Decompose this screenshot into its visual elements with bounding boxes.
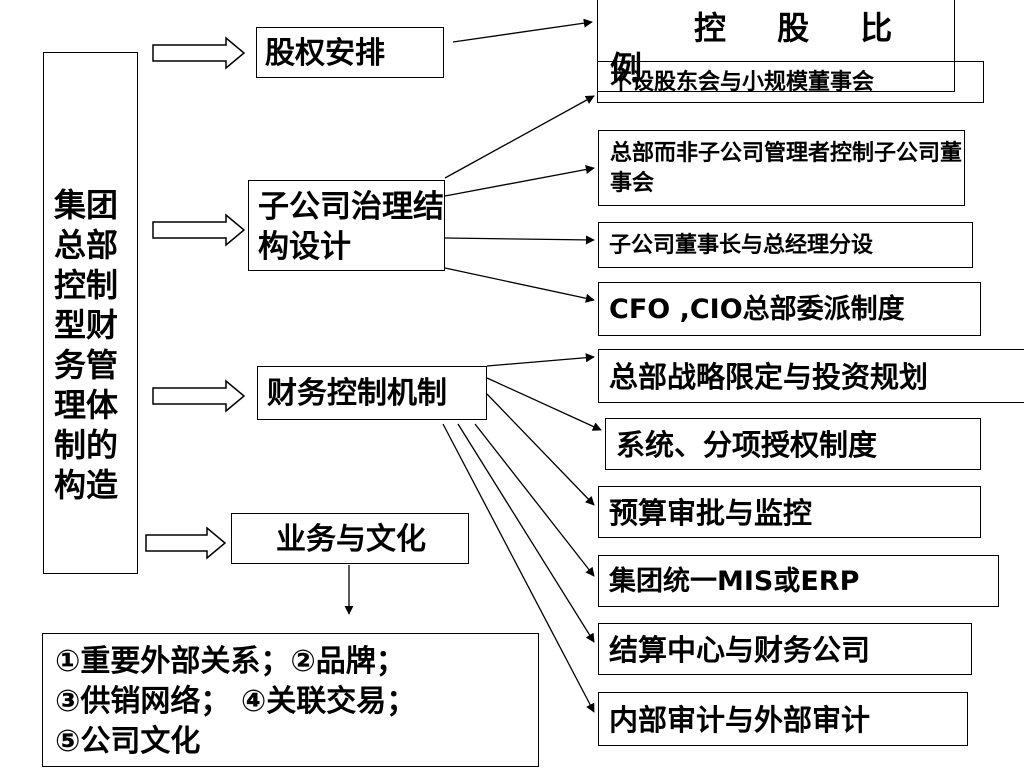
arrow-fin-5 (457, 423, 595, 643)
arrow-gov-1 (444, 95, 595, 179)
block-arrow-equity (152, 36, 246, 70)
finance-item-label: 预算审批与监控 (609, 496, 813, 530)
governance-item: 总部而非子公司管理者控制子公司董事会 (598, 130, 965, 206)
business-label: 业务与文化 (276, 522, 426, 557)
governance-item-label: 子公司董事长与总经理分设 (609, 233, 874, 258)
root-label: 集团总部控制型财务管理体制的构造 (54, 186, 119, 504)
arrow-fin-4 (474, 423, 595, 577)
arrow-fin-2 (486, 377, 602, 431)
finance-item-label: 集团统一MIS或ERP (609, 566, 860, 597)
arrow-fin-6 (442, 423, 595, 713)
governance-label: 子公司治理结构设计 (258, 189, 444, 265)
arrow-gov-2 (444, 165, 595, 197)
finance-item: 总部战略限定与投资规划 (598, 349, 1024, 403)
control-ratio-box: 控 股 比例 (597, 0, 955, 92)
arrow-equity-ratio (452, 18, 593, 43)
governance-item-label: CFO ,CIO总部委派制度 (609, 294, 905, 325)
finance-item-label: 系统、分项授权制度 (616, 428, 878, 462)
governance-item: 子公司董事长与总经理分设 (598, 222, 973, 268)
finance-item: 预算审批与监控 (598, 486, 981, 538)
finance-label: 财务控制机制 (267, 376, 447, 411)
finance-item: 内部审计与外部审计 (598, 692, 968, 746)
governance-item-label: 总部而非子公司管理者控制子公司董事会 (610, 141, 963, 196)
finance-box: 财务控制机制 (257, 366, 487, 420)
finance-item-label: 内部审计与外部审计 (609, 703, 871, 737)
governance-item: CFO ,CIO总部委派制度 (598, 282, 981, 336)
business-box: 业务与文化 (231, 513, 469, 564)
block-arrow-business (145, 526, 227, 560)
finance-item: 系统、分项授权制度 (605, 418, 981, 470)
arrow-gov-4 (444, 267, 595, 303)
block-arrow-finance (152, 379, 246, 413)
root-box: 集团总部控制型财务管理体制的构造 (43, 52, 138, 574)
governance-item-label: 不设股东会与小规模董事会 (610, 70, 875, 95)
equity-box: 股权安排 (256, 27, 444, 78)
governance-box: 子公司治理结构设计 (248, 180, 445, 271)
business-detail-box: ①重要外部关系；②品牌； ③供销网络； ④关联交易； ⑤公司文化 (42, 633, 539, 767)
finance-item-label: 总部战略限定与投资规划 (609, 360, 929, 394)
finance-item: 结算中心与财务公司 (598, 623, 972, 675)
governance-item: 不设股东会与小规模董事会 (597, 61, 984, 103)
arrow-fin-3 (486, 393, 595, 506)
business-detail-text: ①重要外部关系；②品牌； ③供销网络； ④关联交易； ⑤公司文化 (55, 644, 417, 759)
arrow-gov-3 (444, 235, 595, 245)
control-ratio-label: 控 股 比例 (610, 9, 913, 87)
finance-item-label: 结算中心与财务公司 (609, 633, 871, 667)
block-arrow-governance (152, 213, 246, 247)
equity-label: 股权安排 (265, 36, 385, 71)
arrow-fin-1 (486, 353, 595, 367)
finance-item: 集团统一MIS或ERP (598, 555, 999, 607)
